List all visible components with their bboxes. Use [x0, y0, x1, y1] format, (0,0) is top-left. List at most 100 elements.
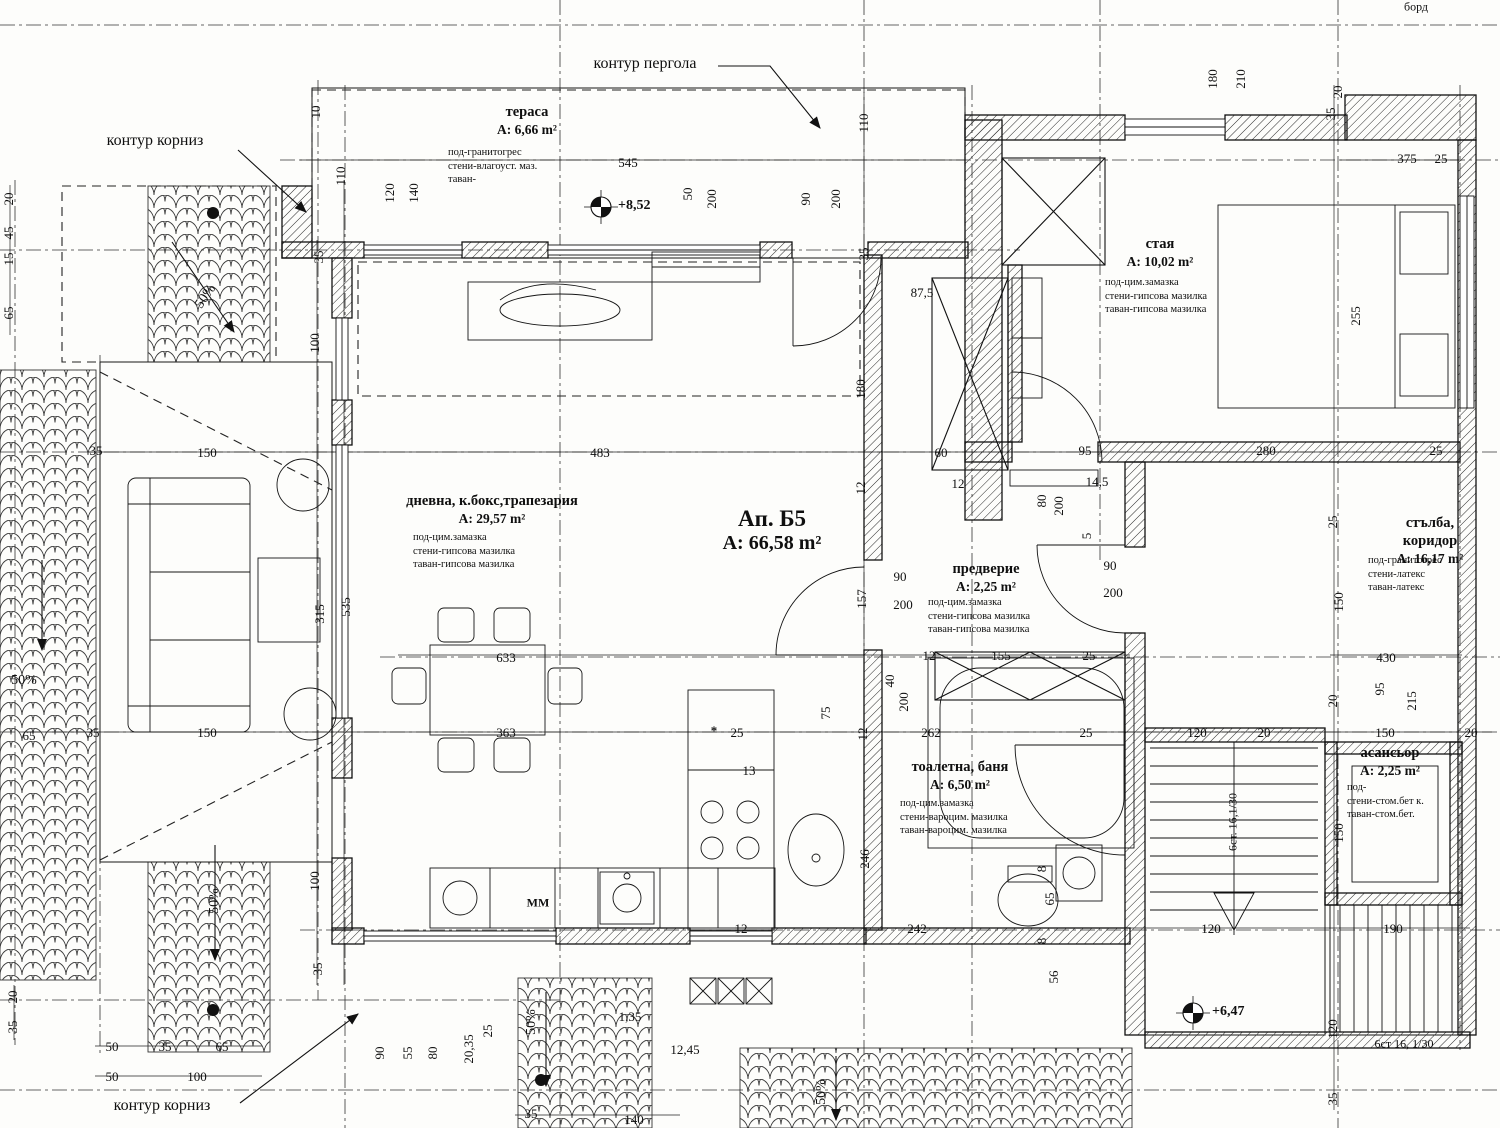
door-swings [775, 257, 1126, 856]
dimension-label: 20,35 [461, 1034, 476, 1064]
finish-line: стени-латекс [1368, 568, 1426, 580]
dimension-label: 242 [907, 921, 927, 936]
dimension-label: 14,5 [1085, 474, 1109, 489]
dimension-label: 150 [197, 725, 217, 740]
room-finishes-toaletna: под-цим.замазка стени-вароцим. мазилка т… [900, 797, 1008, 838]
dimension-label: 45 [1, 226, 16, 240]
dimension-label: 120 [382, 183, 397, 203]
finish-line: под-цим.замазка [1105, 277, 1179, 288]
finish-line: таван-гипсова мазилка [928, 624, 1030, 635]
elevation-value-terrace: +8,52 [618, 198, 651, 213]
dimension-label: 100 [187, 1069, 207, 1084]
dimension-label: 35 [5, 1020, 20, 1034]
dimension-label: 65 [1042, 892, 1057, 906]
leader-arrows [37, 65, 841, 1122]
dimension-label: 190 [1383, 921, 1403, 936]
finish-line: под-цим.замазка [413, 532, 487, 543]
stair-flight-note-upper: 6ст. 16,1/30 [1225, 792, 1240, 852]
dimension-label: 20 [1464, 725, 1478, 740]
dimension-label: 280 [1256, 443, 1276, 458]
windows [335, 118, 1475, 942]
finish-line: под-гранитогрес [1368, 555, 1442, 566]
dimension-label: 35 [86, 725, 100, 740]
dimension-label: 80 [1034, 494, 1049, 508]
finish-line: стени-гипсова мазилка [1105, 290, 1208, 302]
room-finishes-stalba: под-гранитогрес стени-латекс таван-латек… [1368, 554, 1442, 595]
room-finishes-staya: под-цим.замазка стени-гипсова мазилка та… [1105, 276, 1207, 317]
level-markers [207, 189, 1211, 1086]
dimension-label: 5 [1079, 532, 1094, 540]
dimension-label: 65 [22, 728, 36, 743]
asterisk-mark: * [710, 723, 718, 738]
dimension-label: 155 [991, 648, 1011, 663]
room-name: тоалетна, баня [911, 759, 1009, 775]
dimension-label: 50 [680, 187, 695, 201]
cornice-top-annotation: контур корниз [106, 132, 204, 149]
room-area: А: 6,50 m² [930, 777, 990, 792]
dimension-label: 20 [1, 192, 16, 206]
cornice-bottom-annotation: контур корниз [113, 1097, 211, 1114]
slope-label: 50% [11, 673, 37, 688]
dimension-label: 535 [338, 597, 353, 617]
dimension-label: 35 [311, 250, 326, 264]
dimension-label: 65 [215, 1039, 229, 1054]
dimension-label: 255 [1348, 306, 1363, 326]
dimension-label: 40 [882, 674, 897, 688]
elevation-marker-icon [583, 189, 619, 225]
elevator-cab [1351, 765, 1439, 883]
dimension-label: 20 [1257, 725, 1271, 740]
dimension-label: 20 [5, 990, 20, 1004]
finish-line: таван-латекс [1368, 582, 1425, 593]
dimension-label: 95 [1078, 443, 1092, 458]
finish-line: стени-гипсова мазилка [413, 545, 516, 557]
room-area: А: 2,25 m² [1360, 763, 1420, 778]
dimension-label: 50 [105, 1039, 119, 1054]
dimension-label: 262 [921, 725, 941, 740]
finish-line: стени-вароцим. мазилка [900, 811, 1008, 823]
dimension-label: 430 [1376, 650, 1396, 665]
finish-line: под-гранитогрес [448, 147, 522, 158]
pergola-leader-arrow [718, 65, 821, 129]
dimension-label: 75 [818, 706, 833, 720]
dimension-label: 87,5 [910, 285, 934, 300]
drain-point-icon [207, 1004, 219, 1016]
dimension-label: 13 [742, 763, 756, 778]
room-area: А: 16,17 m² [1396, 551, 1464, 566]
finish-line: под-цим.замазка [900, 798, 974, 809]
dimension-label: 35 [1323, 107, 1338, 121]
room-name: стая [1145, 236, 1175, 252]
dimension-label: 150 [1375, 725, 1395, 740]
finish-line: таван-гипсова мазилка [1105, 304, 1207, 315]
apartment-number: Ап. Б5 [737, 506, 807, 531]
elevation-value-stairs: +6,47 [1212, 1004, 1245, 1019]
room-label-staya: стая А: 10,02 m² [1127, 235, 1194, 270]
finish-line: таван-гипсова мазилка [413, 559, 515, 570]
slope-label: 50% [524, 1009, 539, 1035]
mm-annotation: ММ [526, 895, 550, 910]
dimension-label: 120 [1187, 725, 1207, 740]
room-area: А: 6,66 m² [497, 122, 557, 137]
dimension-label: 110 [333, 166, 348, 186]
dimension-label: 55 [400, 1046, 415, 1060]
room-label-stalba: стълба, коридор А: 16,17 m² [1395, 514, 1465, 567]
room-area: А: 10,02 m² [1126, 254, 1194, 269]
room-name: стълба, коридор [1402, 515, 1458, 549]
dimension-label: 210 [1233, 69, 1248, 89]
room-area: А: 29,57 m² [458, 511, 526, 526]
dimension-label: 12 [853, 481, 868, 495]
dimension-label: 35 [89, 443, 103, 458]
furniture [127, 204, 1456, 1005]
dimension-label: 12 [855, 727, 870, 741]
room-label-dnevna: дневна, к.бокс,трапезария А: 29,57 m² [406, 492, 578, 527]
dimension-label: 483 [590, 445, 610, 460]
dimension-label: 200 [828, 189, 843, 209]
dimension-label: 50 [105, 1069, 119, 1084]
elevation-marker-icon [1175, 995, 1211, 1031]
cornice-bottom-leader-arrow [239, 1013, 359, 1104]
dimension-label: 25 [730, 725, 744, 740]
dimension-label: 140 [624, 1112, 644, 1127]
dimension-label: 12 [922, 648, 936, 663]
dimension-label: 25 [1325, 515, 1340, 529]
dimension-label: 200 [893, 597, 913, 612]
